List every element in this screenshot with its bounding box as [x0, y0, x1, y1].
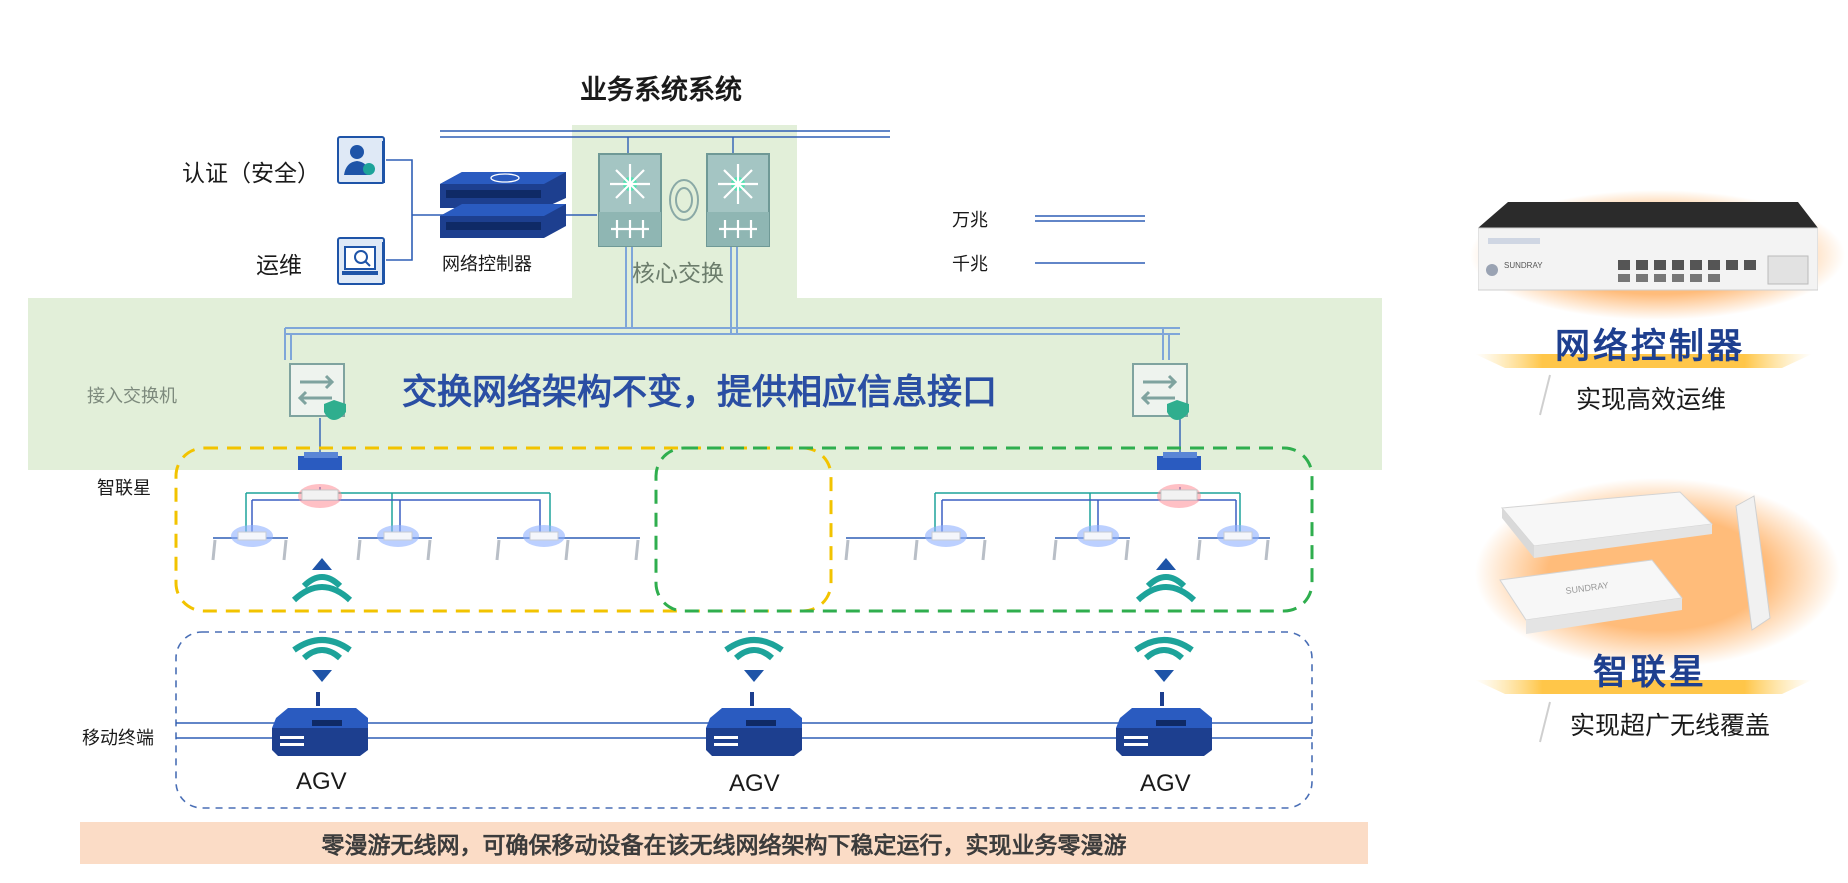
access-bus	[284, 327, 1180, 360]
auth-user-icon	[337, 136, 385, 184]
gold-bar-controller	[1475, 354, 1812, 368]
core-switch-pair-icon	[598, 153, 770, 247]
network-controller-device-icon	[440, 172, 566, 238]
wifi-signal-icon	[1135, 558, 1197, 603]
coverage-zone-right	[654, 446, 1314, 613]
zhilianxing-label: 智联星	[97, 478, 151, 498]
product-zhilianxing-name: 智联星	[1592, 653, 1707, 692]
zhilianxing-product-image: SUNDRAY	[1499, 491, 1771, 634]
legend-gig-label: 千兆	[952, 254, 988, 274]
access-point-icon	[523, 525, 565, 547]
core-switch-label: 核心交换	[632, 260, 724, 286]
access-point-icon	[377, 525, 419, 547]
wifi-signal-icon	[292, 637, 352, 682]
access-switch-right-icon	[1132, 363, 1189, 420]
agv-label-1: AGV	[296, 768, 347, 795]
gold-bar-zhilianxing	[1475, 680, 1812, 694]
access-switch-left-icon	[289, 363, 346, 420]
bottom-banner-text: 零漫游无线网，可确保移动设备在该无线网络架构下稳定运行，实现业务零漫游	[321, 832, 1127, 858]
legend-ten-gig-label: 万兆	[952, 210, 988, 230]
zhilianxing-hub-right-icon	[1157, 452, 1201, 508]
wifi-signal-icon	[291, 558, 353, 603]
agv-vehicle-icon	[706, 692, 802, 756]
mobile-zone	[175, 631, 1313, 809]
coverage-zone-left	[174, 446, 833, 613]
ops-label: 运维	[256, 252, 302, 278]
wifi-signal-icon	[1134, 637, 1194, 682]
core-downlinks	[625, 240, 738, 334]
controller-brand-text: SUNDRAY	[1504, 261, 1543, 270]
access-switch-label: 接入交换机	[87, 386, 177, 406]
product-controller-name: 网络控制器	[1554, 327, 1745, 366]
agv-label-3: AGV	[1140, 770, 1191, 797]
controller-product-image: SUNDRAY	[1478, 202, 1818, 291]
ops-monitor-icon	[337, 237, 385, 285]
product-controller-desc: 实现高效运维	[1576, 386, 1727, 414]
auth-label: 认证（安全）	[182, 160, 320, 186]
mobile-terminal-label: 移动终端	[82, 728, 154, 748]
legend-lines	[1035, 215, 1145, 264]
agv-vehicle-icon	[1116, 692, 1212, 756]
agv-label-2: AGV	[729, 770, 780, 797]
zhilianxing-hub-left-icon	[298, 452, 342, 508]
access-point-icon	[925, 525, 967, 547]
wifi-signal-icon	[724, 637, 784, 682]
access-point-icon	[1077, 525, 1119, 547]
access-point-icon	[231, 525, 273, 547]
agv-vehicle-icon	[272, 692, 368, 756]
ap-tree-right	[844, 487, 1270, 561]
ap-tree-left	[211, 487, 640, 561]
access-point-icon	[1217, 525, 1259, 547]
headline: 交换网络架构不变，提供相应信息接口	[402, 373, 998, 412]
business-bus	[440, 130, 890, 138]
controller-label: 网络控制器	[442, 254, 532, 274]
bottom-banner: 零漫游无线网，可确保移动设备在该无线网络架构下稳定运行，实现业务零漫游	[80, 822, 1368, 864]
product-zhilianxing-desc: 实现超广无线覆盖	[1570, 712, 1771, 740]
diagram-title: 业务系统系统	[580, 75, 742, 105]
